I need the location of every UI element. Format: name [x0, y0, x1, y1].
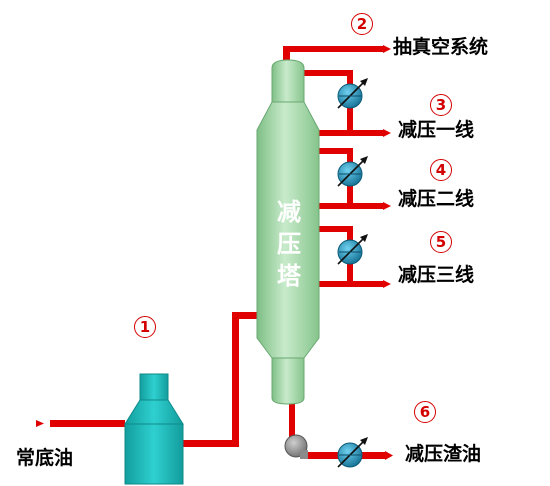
draw3-arrow	[383, 280, 391, 288]
draw2-arrow	[383, 202, 391, 210]
heat-exchangers	[337, 78, 368, 468]
stream-label-draw2: 减压二线	[398, 188, 475, 210]
furnace-body	[124, 423, 184, 485]
tower-label: 减 压 塔	[274, 196, 304, 292]
stream-number-1: 1	[134, 316, 156, 338]
transfer-pipe-h	[183, 440, 238, 447]
draw3-outlet	[318, 281, 383, 287]
stream-label-vacuum: 抽真空系统	[393, 36, 489, 58]
stream-label-residue: 减压渣油	[405, 443, 482, 465]
feed-arrow	[36, 420, 44, 427]
stream-number-4: 4	[430, 159, 452, 181]
stream-label-draw3: 减压三线	[398, 264, 475, 286]
exchanger-residue	[337, 437, 368, 468]
stream-number-3: 3	[430, 94, 452, 116]
vacuum-pipe-v	[283, 46, 290, 68]
feed-pipe	[50, 420, 125, 427]
stream-number-5: 5	[430, 231, 452, 253]
residue-pump	[284, 434, 308, 459]
draw1-outlet	[318, 130, 383, 136]
flow-arrows	[36, 45, 393, 460]
draw1-arrow	[383, 129, 391, 137]
draw1-return	[303, 70, 353, 76]
draw3-return	[318, 226, 353, 232]
transfer-pipe-top	[232, 312, 258, 319]
tower-label-char: 塔	[277, 262, 301, 290]
vacuum-pipe-h	[283, 46, 383, 52]
tower-bottom-section	[271, 357, 305, 405]
bottom-pipe-v	[289, 400, 295, 440]
exchanger-2	[337, 156, 368, 187]
vacuum-tower	[256, 59, 320, 405]
tower-label-char: 减	[277, 198, 301, 226]
transfer-pipe-v	[232, 312, 239, 447]
exchanger-3	[337, 234, 368, 265]
stream-label-feed: 常底油	[16, 447, 74, 469]
stream-number-2: 2	[351, 13, 373, 35]
heating-furnace	[124, 373, 184, 485]
vacuum-arrow	[383, 45, 391, 53]
furnace-stack	[139, 373, 169, 401]
draw2-outlet	[318, 203, 383, 209]
pump-outlet	[300, 450, 308, 459]
draw2-return	[318, 148, 353, 154]
furnace-hood	[124, 399, 184, 425]
stream-number-6: 6	[414, 401, 436, 423]
residue-arrow	[385, 451, 393, 460]
pipes	[50, 46, 385, 459]
exchanger-1	[337, 78, 368, 109]
tower-top-section	[271, 59, 305, 103]
stream-label-draw1: 减压一线	[398, 119, 475, 141]
tower-label-char: 压	[277, 230, 301, 258]
